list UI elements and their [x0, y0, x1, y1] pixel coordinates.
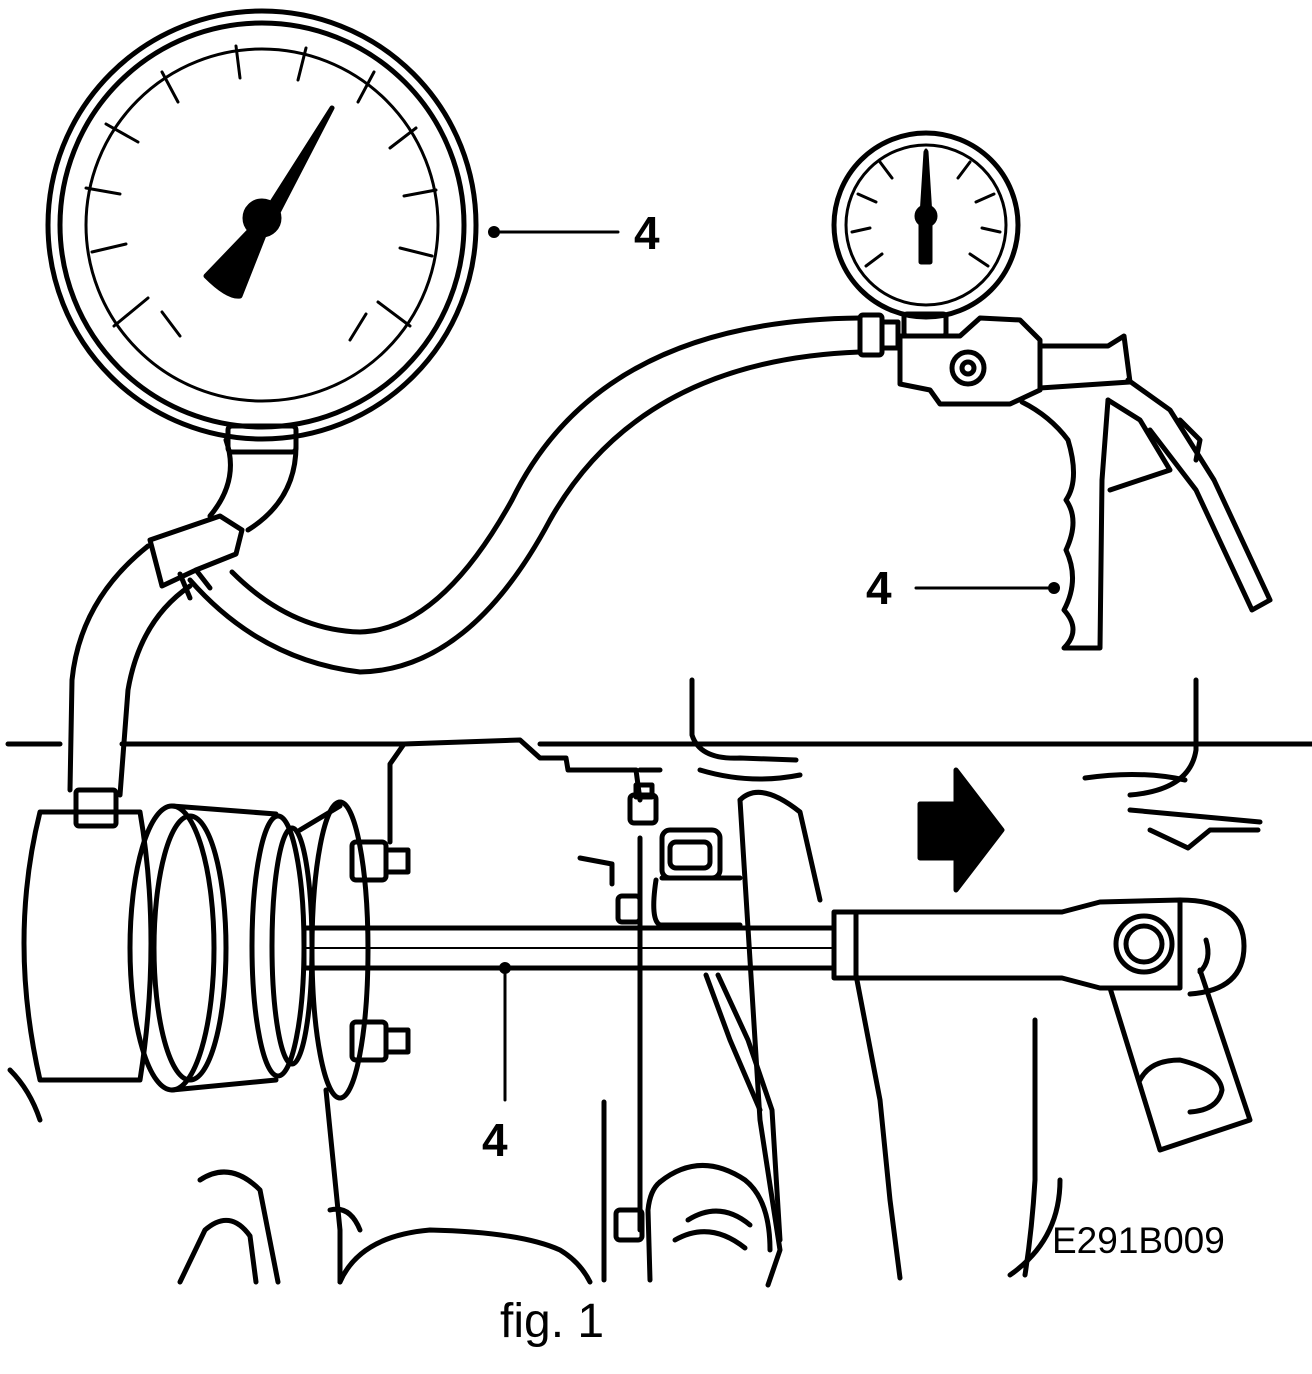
callout-dots — [488, 226, 1060, 974]
callout-vacuum-gauge: 4 — [634, 207, 660, 259]
vacuum-pump — [831, 130, 1273, 651]
direction-arrow — [917, 767, 1005, 893]
engine-background — [5, 677, 1312, 1288]
large-vacuum-gauge — [45, 8, 479, 442]
callout-vacuum-pump-handle: 4 — [866, 562, 892, 614]
callout-rod: 4 — [482, 1114, 508, 1166]
figure-caption: fig. 1 — [500, 1295, 605, 1348]
connector-adapter — [21, 799, 411, 1101]
reference-code: E291B009 — [1052, 1220, 1225, 1261]
t-connector — [147, 423, 299, 601]
callout-leaders — [494, 230, 1054, 1102]
hose-lower — [67, 543, 193, 829]
rod-tool — [301, 897, 1253, 1153]
hose-upper — [187, 312, 901, 675]
